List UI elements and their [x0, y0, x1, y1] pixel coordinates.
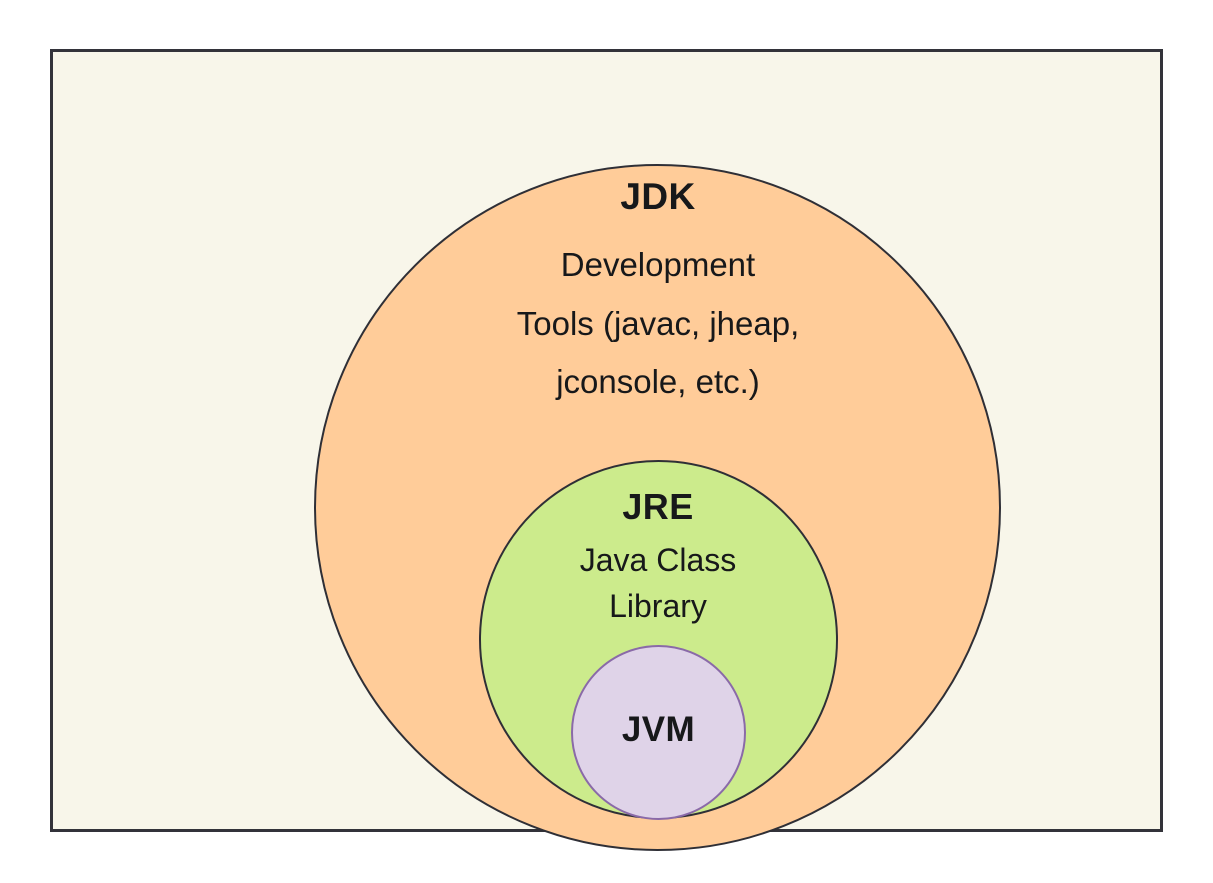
- jdk-title: JDK: [620, 176, 696, 217]
- jvm-circle: [571, 645, 746, 820]
- jre-description-line-1: Java Class: [579, 542, 737, 578]
- jvm-title: JVM: [621, 710, 696, 749]
- jre-label-group: JRE Java Class Library: [493, 489, 823, 630]
- jdk-description-line-2: Tools (javac, jheap,: [516, 304, 800, 342]
- diagram-frame: JDK Development Tools (javac, jheap, jco…: [50, 49, 1163, 851]
- jre-description: Java Class Library: [493, 537, 823, 630]
- jdk-description-line-3: jconsole, etc.): [556, 363, 760, 401]
- jre-title: JRE: [622, 486, 694, 527]
- jdk-label-group: JDK Development Tools (javac, jheap, jco…: [413, 178, 903, 412]
- jdk-description: Development Tools (javac, jheap, jconsol…: [413, 236, 903, 412]
- jre-description-line-2: Library: [609, 588, 707, 625]
- jvm-label-group: JVM: [571, 712, 746, 747]
- jdk-description-line-1: Development: [560, 246, 756, 283]
